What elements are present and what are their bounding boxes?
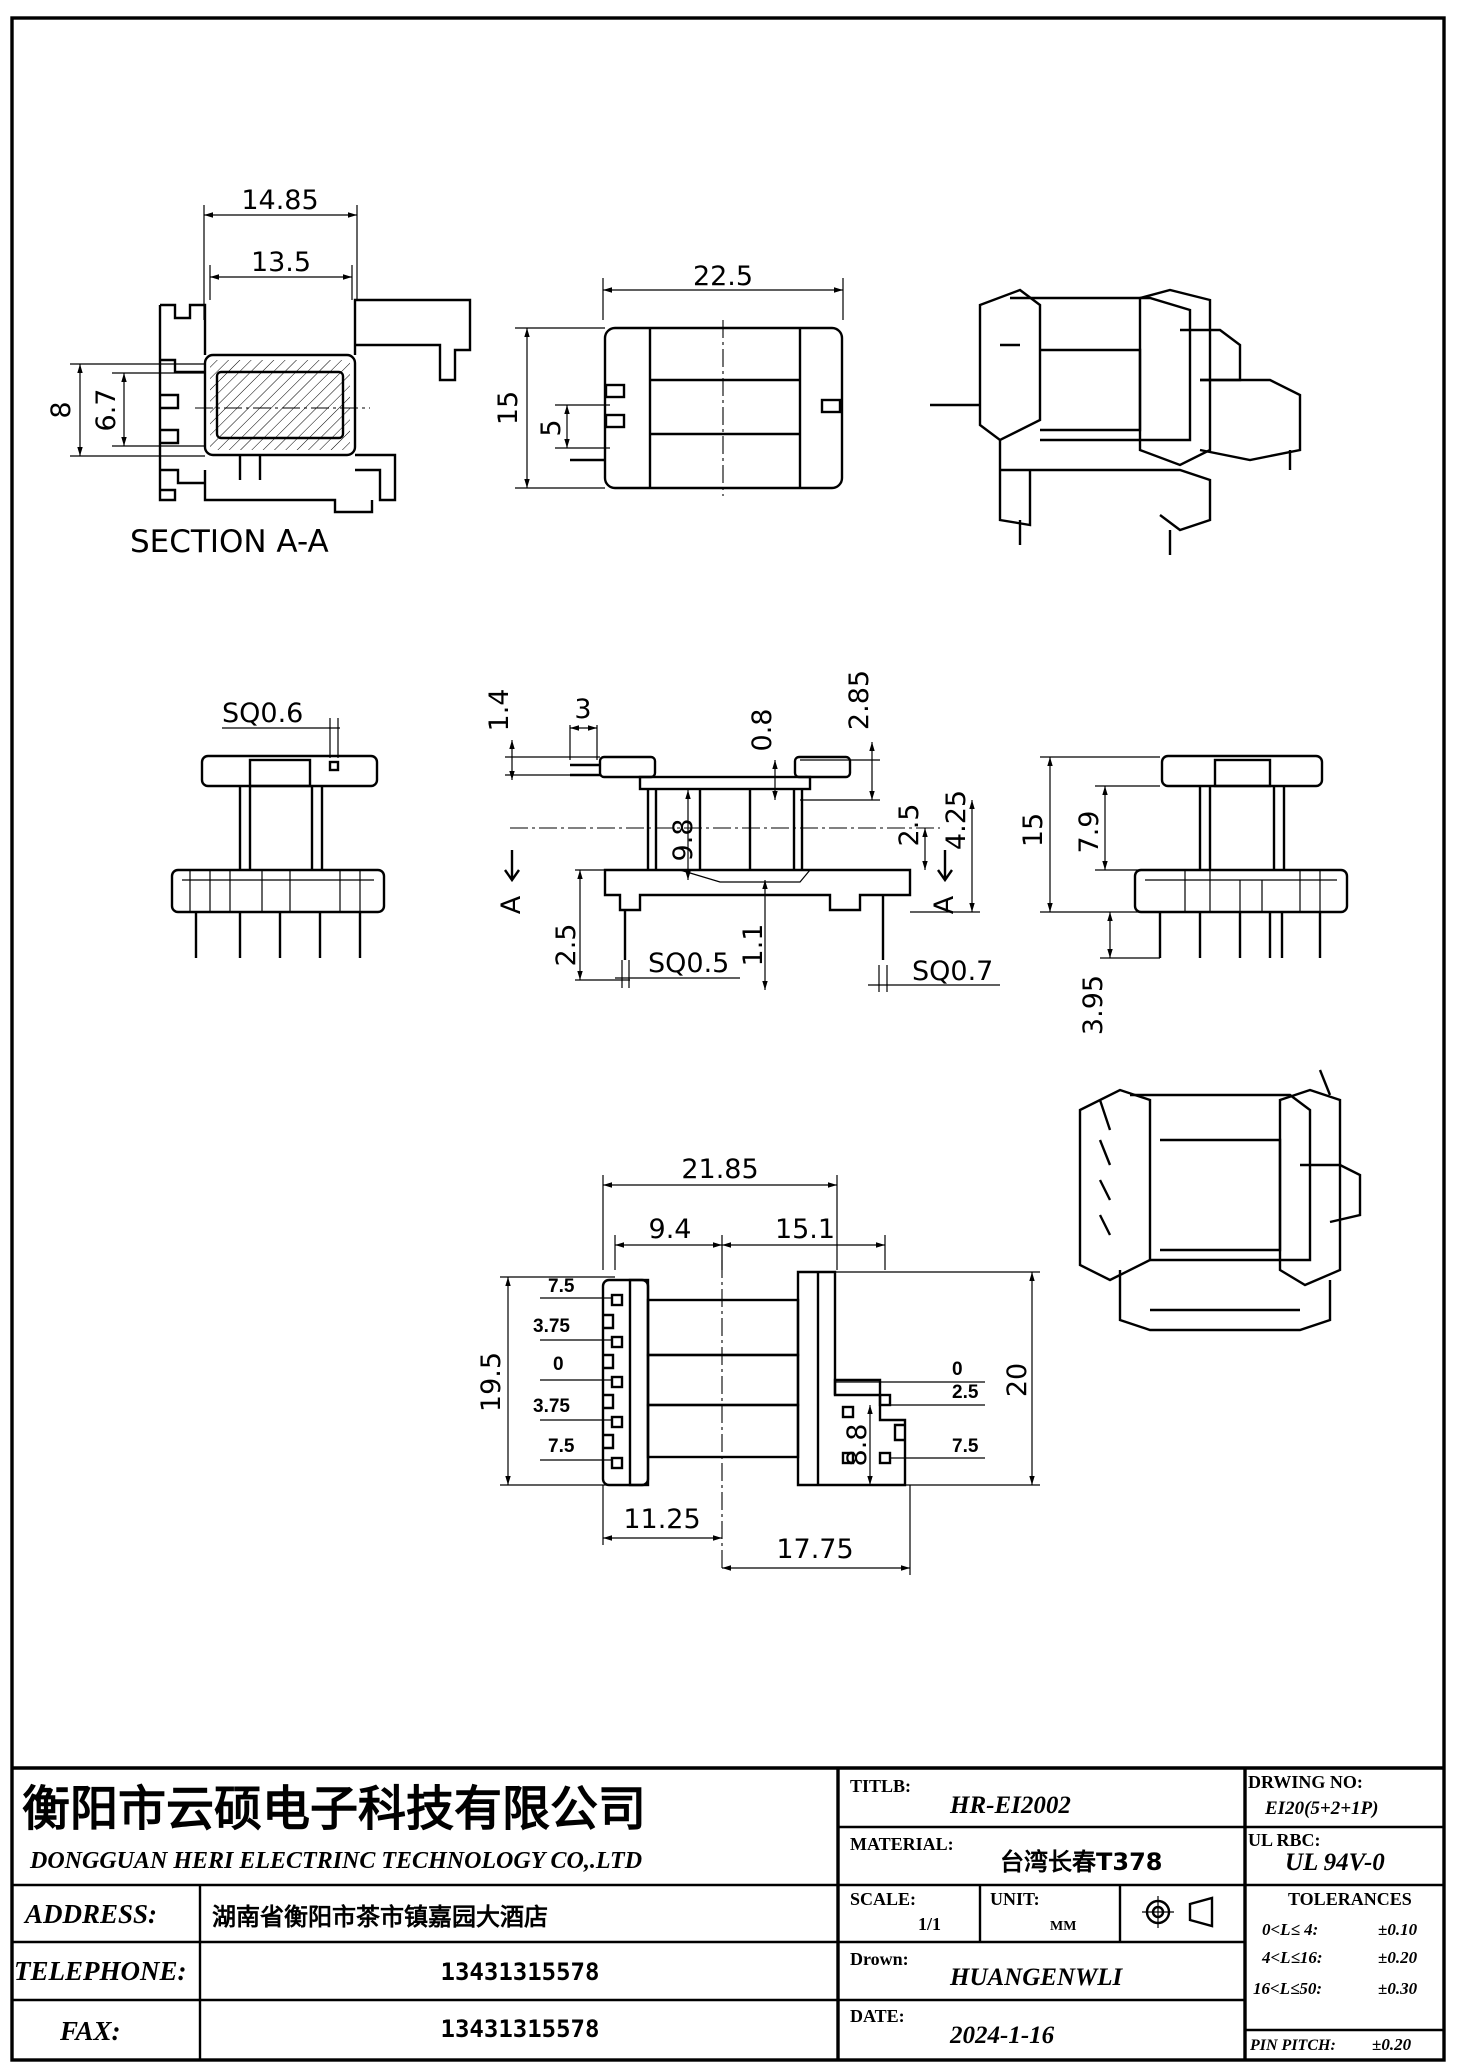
dim-front-0-8: 0.8 (747, 709, 778, 752)
material-label: MATERIAL: (850, 1834, 954, 1854)
dim-front-4-25: 4.25 (941, 790, 972, 850)
dim-bottom-height-right: 20 (1002, 1363, 1033, 1397)
pin-right-2: 2.5 (952, 1382, 979, 1403)
dim-side-height: 15 (1018, 813, 1049, 847)
front-left-view: SQ0.6 (170, 698, 386, 958)
section-title: SECTION A-A (130, 524, 329, 560)
scale-label: SCALE: (850, 1889, 916, 1909)
title-block: 衡阳市云硕电子科技有限公司 DONGGUAN HERI ELECTRINC TE… (12, 1766, 1444, 2060)
tolerances-label: TOLERANCES (1288, 1889, 1412, 1909)
section-mark-right: A (929, 895, 960, 914)
dim-side-pin-length: 3.95 (1078, 975, 1109, 1035)
pin-left-1: 7.5 (548, 1276, 575, 1297)
fax-label: FAX: (59, 2016, 121, 2046)
pin-left-3: 0 (553, 1354, 564, 1375)
left-pin-row (603, 1293, 624, 1470)
dim-top-pin-offset: 5 (536, 419, 567, 436)
dim-front-sq-right: SQ0.7 (912, 956, 993, 987)
drawn-label: Drown: (850, 1949, 909, 1969)
unit-value: MM (1050, 1919, 1076, 1934)
date-label: DATE: (850, 2006, 905, 2026)
dim-bottom-left-base: 11.25 (623, 1504, 700, 1535)
side-view: 15 7.9 3.95 (1018, 754, 1349, 1035)
date-value: 2024-1-16 (949, 2022, 1055, 2049)
fax-value: 13431315578 (441, 2015, 600, 2043)
dim-bottom-overall: 21.85 (681, 1154, 758, 1185)
bottom-view: 21.85 9.4 15.1 19.5 20 8.8 (476, 1154, 1040, 1575)
dim-bottom-right-base: 17.75 (776, 1534, 853, 1565)
dim-bottom-height-left: 19.5 (476, 1352, 507, 1412)
drawing-no-label: DRWING NO: (1248, 1772, 1363, 1792)
address-label: ADDRESS: (23, 1899, 157, 1929)
dim-bottom-left: 9.4 (649, 1214, 692, 1245)
tolerance-value-3: ±0.30 (1378, 1979, 1418, 1998)
dim-front-2-5-right: 2.5 (894, 804, 925, 847)
telephone-label: TELEPHONE: (14, 1956, 187, 1986)
dim-front-2-85: 2.85 (844, 670, 875, 730)
dim-top-height: 15 (493, 391, 524, 425)
company-name-cn: 衡阳市云硕电子科技有限公司 (22, 1781, 646, 1837)
dim-bottom-right: 15.1 (775, 1214, 835, 1245)
dim-front-3: 3 (574, 694, 591, 725)
ul-value: UL 94V-0 (1285, 1849, 1385, 1876)
scale-value: 1/1 (918, 1914, 941, 1934)
projection-symbol-icon (1142, 1896, 1214, 1928)
section-mark-left: A (496, 895, 527, 914)
tolerance-value-2: ±0.20 (1378, 1948, 1418, 1967)
tolerance-value-1: ±0.10 (1378, 1920, 1418, 1939)
dim-section-height-outer: 8 (46, 401, 77, 418)
dim-section-width-outer: 14.85 (241, 185, 318, 216)
pin-pitch-value: ±0.20 (1372, 2035, 1412, 2054)
ul-label: UL RBC: (1248, 1830, 1321, 1850)
dim-section-width-inner: 13.5 (251, 247, 311, 278)
dim-section-height-inner: 6.7 (91, 389, 122, 432)
dim-front-1-4: 1.4 (484, 689, 515, 732)
front-main-view: 1.4 3 0.8 2.85 9.8 2.5 4.25 (484, 670, 1000, 992)
tolerance-range-3: 16<L≤50: (1253, 1979, 1322, 1998)
sheet-frame (10, 16, 1446, 2062)
drawn-value: HUANGENWLI (949, 1964, 1124, 1991)
pin-right-1: 0 (952, 1359, 963, 1380)
title-value: HR-EI2002 (949, 1792, 1071, 1819)
section-a-a-view: 14.85 13.5 8 6.7 SECTION A-A (46, 185, 472, 560)
material-value: 台湾长春T378 (1000, 1848, 1162, 1876)
drawing-no-value: EI20(5+2+1P) (1264, 1798, 1378, 1819)
dim-front-9-8: 9.8 (668, 819, 699, 862)
dim-front-sq-mid: SQ0.5 (648, 948, 729, 979)
top-view: 22.5 15 5 (493, 261, 844, 496)
dim-front-1-1: 1.1 (738, 924, 769, 967)
pin-pitch-label: PIN PITCH: (1249, 2037, 1336, 2054)
company-name-en: DONGGUAN HERI ELECTRINC TECHNOLOGY CO,.L… (29, 1848, 642, 1874)
isometric-view-top (930, 288, 1302, 555)
dim-front-2-5-left: 2.5 (551, 924, 582, 967)
telephone-value: 13431315578 (441, 1958, 600, 1986)
pin-left-2: 3.75 (533, 1316, 570, 1337)
title-label: TITLB: (850, 1776, 911, 1796)
dim-side-flange: 7.9 (1074, 811, 1105, 854)
isometric-view-bottom (1078, 1069, 1362, 1332)
dim-bottom-pin-span: 8.8 (842, 1424, 873, 1467)
dim-top-length: 22.5 (693, 261, 753, 292)
address-value: 湖南省衡阳市茶市镇嘉园大酒店 (212, 1903, 548, 1931)
tolerance-range-1: 0<L≤ 4: (1262, 1920, 1318, 1939)
pin-right-3: 7.5 (952, 1436, 979, 1457)
dim-sq-top: SQ0.6 (222, 698, 303, 729)
unit-label: UNIT: (990, 1889, 1040, 1909)
pin-left-5: 7.5 (548, 1436, 575, 1457)
pin-left-4: 3.75 (533, 1396, 570, 1417)
tolerance-range-2: 4<L≤16: (1261, 1948, 1323, 1967)
